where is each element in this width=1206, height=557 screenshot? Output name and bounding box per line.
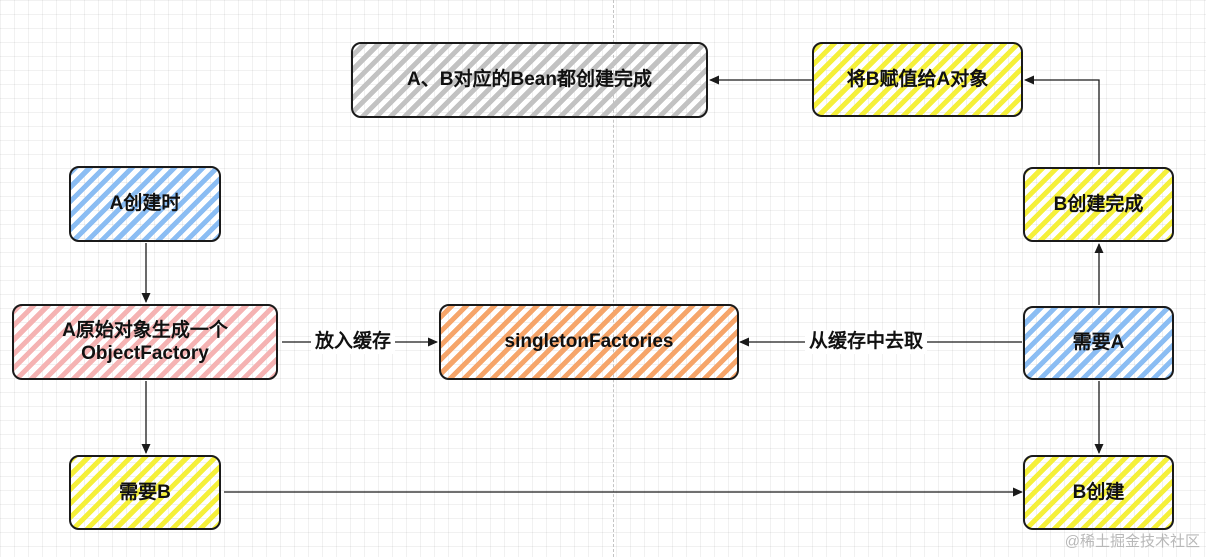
edge-label-put-cache: 放入缓存	[311, 330, 396, 354]
node-need-b: 需要B	[69, 455, 221, 530]
node-need-a: 需要A	[1023, 306, 1174, 380]
watermark-text: @稀土掘金技术社区	[1064, 533, 1200, 550]
node-singleton-factories: singletonFactories	[439, 304, 739, 380]
node-b-created: B创建完成	[1023, 167, 1174, 242]
arrow-b-created-to-assign	[1024, 75, 1100, 165]
page-divider-line	[613, 0, 614, 557]
node-a-objectfactory: A原始对象生成一个 ObjectFactory	[12, 304, 278, 380]
node-all-done: A、B对应的Bean都创建完成	[351, 42, 708, 118]
node-assign-b-to-a: 将B赋值给A对象	[812, 42, 1023, 117]
node-a-create: A创建时	[69, 166, 221, 242]
node-b-create: B创建	[1023, 455, 1174, 530]
edge-label-get-from-cache: 从缓存中去取	[805, 330, 928, 354]
